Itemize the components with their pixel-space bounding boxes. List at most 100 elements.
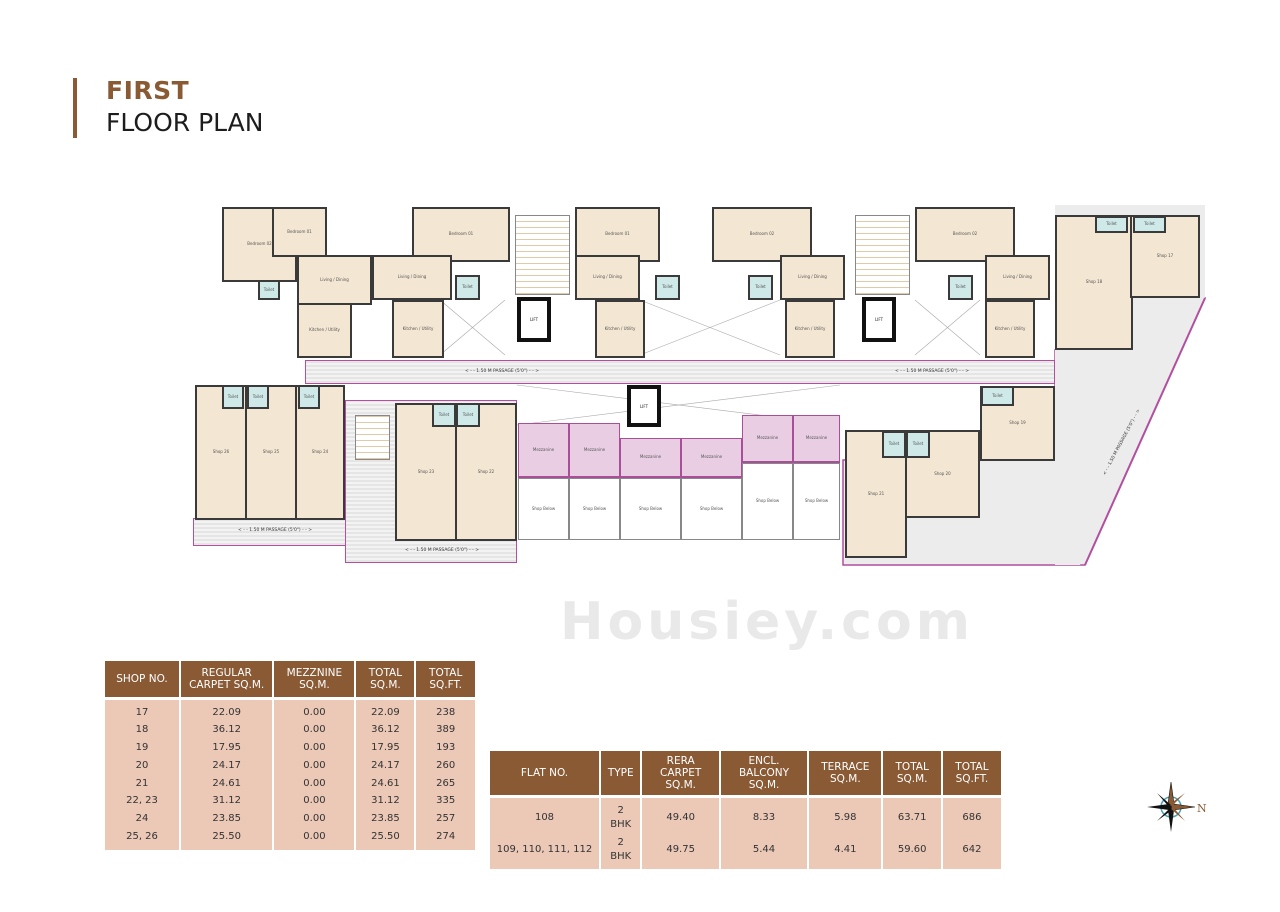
room-label: Toilet bbox=[1144, 221, 1155, 227]
staircase bbox=[515, 215, 570, 295]
col-header: FLAT NO. bbox=[490, 751, 601, 797]
toilet: Toilet bbox=[748, 275, 773, 300]
room-label: Living / Dining bbox=[397, 274, 427, 280]
title-first: FIRST bbox=[106, 76, 190, 105]
toilet: Toilet bbox=[1095, 216, 1128, 233]
living-dining: Living / Dining bbox=[575, 255, 640, 300]
col-header: REGULAR CARPET SQ.M. bbox=[180, 661, 275, 698]
table-cell: 31.12 bbox=[180, 792, 275, 811]
bedroom-01: Bedroom 01 bbox=[575, 207, 660, 262]
table-cell: 49.75 bbox=[641, 833, 721, 870]
table-cell: 22.09 bbox=[180, 698, 275, 722]
title-floor-plan: FLOOR PLAN bbox=[106, 108, 264, 137]
living-dining: Living / Dining bbox=[985, 255, 1050, 300]
room-label: Toilet bbox=[755, 284, 766, 290]
mezzanine: Mezzanine bbox=[793, 415, 840, 463]
col-header: MEZZNINE SQ.M. bbox=[273, 661, 357, 698]
table-cell: 335 bbox=[415, 792, 477, 811]
compass-rose-icon bbox=[1147, 781, 1196, 832]
table-cell: 36.12 bbox=[355, 721, 417, 740]
col-header: TERRACE SQ.M. bbox=[808, 751, 884, 797]
table-cell: 0.00 bbox=[273, 721, 357, 740]
lift: LIFT bbox=[627, 385, 661, 427]
room-label: Bedroom 02 bbox=[247, 241, 272, 247]
shop-area-table: SHOP NO. REGULAR CARPET SQ.M. MEZZNINE S… bbox=[105, 661, 477, 850]
table-cell: 31.12 bbox=[355, 792, 417, 811]
room-label: Toilet bbox=[662, 284, 673, 290]
table-cell: 0.00 bbox=[273, 792, 357, 811]
room-label: Shop 18 bbox=[1085, 279, 1103, 285]
passage-left bbox=[193, 518, 348, 546]
living-dining: Living / Dining bbox=[780, 255, 845, 300]
toilet: Toilet bbox=[981, 386, 1014, 406]
kitchen-utility: Kitchen / Utility bbox=[595, 300, 645, 358]
room-label: Mezzanine bbox=[639, 454, 662, 460]
shop-below: Shop Below bbox=[681, 478, 742, 540]
table-cell: 260 bbox=[415, 756, 477, 775]
shop-below: Shop Below bbox=[793, 463, 840, 540]
table-cell: 5.98 bbox=[808, 796, 884, 834]
room-label: Toilet bbox=[912, 441, 924, 447]
shop-below: Shop Below bbox=[518, 478, 569, 540]
room-label: Shop 20 bbox=[934, 470, 951, 476]
table-cell: 193 bbox=[415, 739, 477, 757]
room-label: Toilet bbox=[263, 286, 275, 292]
room-label: Shop 22 bbox=[477, 468, 495, 474]
table-cell: 642 bbox=[941, 833, 1004, 870]
room-label: Mezzanine bbox=[756, 435, 779, 441]
table-cell: 686 bbox=[941, 796, 1004, 834]
table-cell: 0.00 bbox=[273, 810, 357, 829]
toilet: Toilet bbox=[906, 431, 930, 458]
room-label: Toilet bbox=[462, 411, 474, 417]
col-header: ENCL. BALCONY SQ.M. bbox=[719, 751, 810, 797]
room-label: Shop 25 bbox=[262, 449, 280, 455]
room-label: Shop 23 bbox=[417, 468, 435, 474]
room-label: Shop 21 bbox=[867, 490, 885, 496]
room-label: Kitchen / Utility bbox=[994, 325, 1026, 331]
watermark: Housiey.com bbox=[560, 592, 974, 652]
shop-18: Shop 18 bbox=[1055, 215, 1133, 350]
room-label: Kitchen / Utility bbox=[309, 327, 340, 333]
table-cell: 17.95 bbox=[355, 739, 417, 757]
passage-label: < - - 1.50 M PASSAGE (5'0") - - > bbox=[465, 369, 539, 374]
room-label: Shop 17 bbox=[1156, 253, 1174, 259]
table-cell: 24.61 bbox=[355, 774, 417, 793]
room-label: Toilet bbox=[888, 441, 900, 447]
table-cell: 238 bbox=[415, 698, 477, 722]
table-cell: 2 BHK bbox=[600, 833, 643, 870]
room-label: Toilet bbox=[1106, 221, 1117, 227]
mezzanine: Mezzanine bbox=[518, 423, 569, 478]
bedroom-02: Bedroom 02 bbox=[915, 207, 1015, 262]
table-cell: 23.85 bbox=[180, 810, 275, 829]
col-header: RERA CARPET SQ.M. bbox=[641, 751, 721, 797]
kitchen-utility: Kitchen / Utility bbox=[297, 303, 352, 358]
table-cell: 0.00 bbox=[273, 739, 357, 757]
table-cell: 25, 26 bbox=[105, 828, 181, 850]
room-label: Shop Below bbox=[699, 505, 724, 511]
table-cell: 24.17 bbox=[355, 756, 417, 775]
room-label: Shop 24 bbox=[311, 449, 329, 455]
toilet: Toilet bbox=[432, 403, 456, 427]
col-header: TYPE bbox=[600, 751, 643, 797]
room-label: Living / Dining bbox=[1003, 274, 1032, 280]
mezzanine: Mezzanine bbox=[569, 423, 620, 478]
living-dining: Living / Dining bbox=[372, 255, 452, 300]
bedroom-01: Bedroom 01 bbox=[412, 207, 510, 262]
compass-north-label: N bbox=[1197, 802, 1207, 815]
col-header: TOTAL SQ.FT. bbox=[941, 751, 1004, 797]
room-label: Toilet bbox=[252, 393, 264, 399]
passage-label: < - - 1.50 M PASSAGE (5'0") - - > bbox=[405, 548, 479, 553]
room-label: Shop Below bbox=[531, 505, 556, 511]
room-label: Living / Dining bbox=[593, 274, 622, 280]
mezzanine: Mezzanine bbox=[681, 438, 742, 478]
table-cell: 20 bbox=[105, 756, 181, 775]
